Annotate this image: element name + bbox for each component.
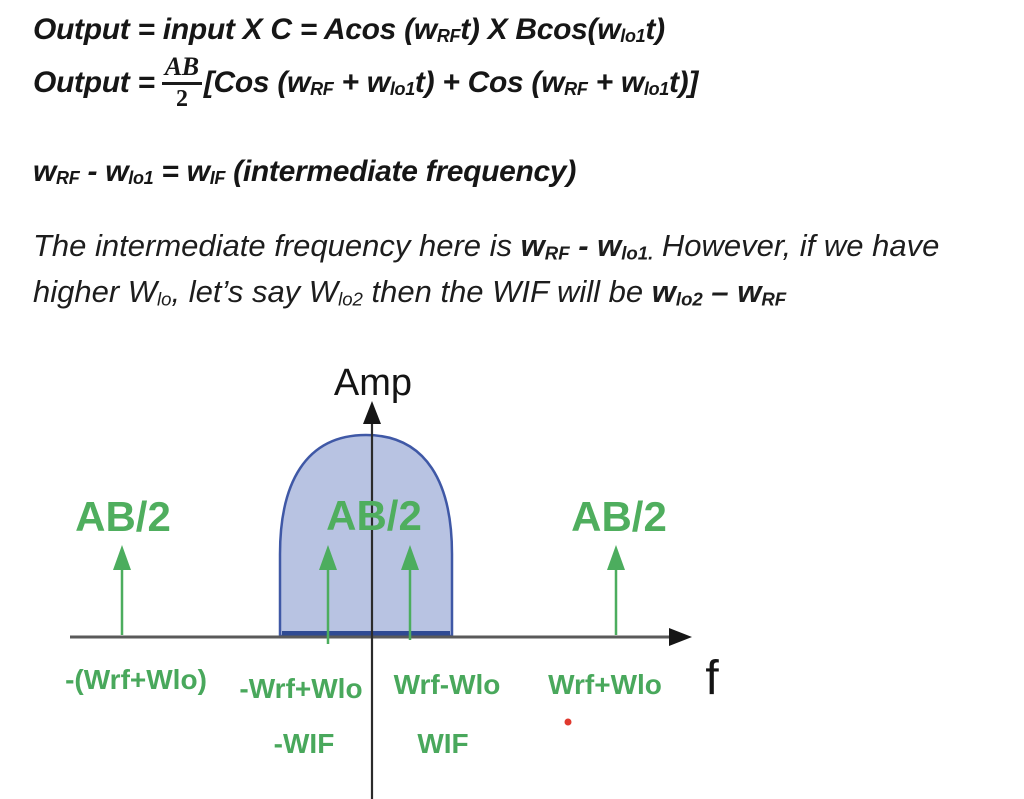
arrow-up-icon xyxy=(607,545,625,570)
para-text: The intermediate frequency here is xyxy=(33,228,521,263)
para-sub-rf: RF xyxy=(544,242,570,264)
paragraph-line-2: higher Wlo, let’s say Wlo2 then the WIF … xyxy=(33,274,786,310)
freq-label-neg-sum: -(Wrf+Wlo) xyxy=(65,664,207,695)
eq2-sub-rf: RF xyxy=(564,78,588,99)
x-axis-arrowhead-icon xyxy=(669,628,692,646)
para-text: However, if we have xyxy=(653,228,940,263)
eq1-sub-lo1: lo1 xyxy=(620,26,646,47)
eq3-text: (intermediate frequency) xyxy=(225,155,577,188)
para-text: – w xyxy=(702,274,762,309)
impulse-arrow-neg-diff xyxy=(319,545,337,644)
freq-label-neg-diff: -Wrf+Wlo xyxy=(239,673,362,704)
eq1-sub-rf: RF xyxy=(436,26,461,47)
equation-line-3: wRF - wlo1 = wIF (intermediate frequency… xyxy=(33,155,576,189)
para-sub-lo2: lo2 xyxy=(675,288,703,310)
eq1-text: t) xyxy=(645,13,665,46)
para-text: , let’s say W xyxy=(171,274,339,309)
eq2-text: + w xyxy=(333,65,391,99)
freq-label-diff: Wrf-Wlo xyxy=(394,669,501,700)
eq1-text: t) X Bcos(w xyxy=(460,13,621,46)
para-text: - w xyxy=(569,228,622,263)
arrow-up-icon xyxy=(401,545,419,570)
eq3-text: - w xyxy=(79,155,129,188)
arrow-up-icon xyxy=(319,545,337,570)
equation-line-2: Output = AB 2 [Cos (wRF + wlo1t) + Cos (… xyxy=(33,54,699,112)
eq2-prefix: Output = xyxy=(33,65,155,99)
red-dot-marker xyxy=(564,718,572,726)
para-sub-lo: lo xyxy=(157,288,172,310)
eq2-text: t) + Cos (w xyxy=(414,65,565,99)
eq2-text: t)] xyxy=(668,65,699,99)
ab2-label-mid: AB/2 xyxy=(326,492,422,539)
para-bold-term: wlo2 – wRF xyxy=(652,274,786,309)
impulse-arrow-sum xyxy=(607,545,625,635)
eq3-text: w xyxy=(33,155,57,188)
para-text: w xyxy=(651,274,676,309)
eq2-sub-lo1: lo1 xyxy=(389,78,415,99)
fraction-numerator: AB xyxy=(161,54,202,85)
eq3-text: = w xyxy=(153,155,210,188)
eq1-text: Output = input X C = Acos (w xyxy=(33,13,437,46)
f-axis-label: f xyxy=(705,652,719,705)
eq2-sub-lo1: lo1 xyxy=(643,78,669,99)
eq2-text: [Cos (w xyxy=(203,65,311,99)
fraction-denominator: 2 xyxy=(175,86,188,112)
eq2-body: [Cos (wRF + wlo1t) + Cos (wRF + wlo1t)] xyxy=(203,65,699,100)
para-text: then the WIF will be xyxy=(362,274,652,309)
amp-axis-label: Amp xyxy=(334,362,412,404)
equation-line-1: Output = input X C = Acos (wRFt) X Bcos(… xyxy=(33,13,665,47)
freq-label-wif: WIF xyxy=(417,728,468,759)
freq-label-sum: Wrf+Wlo xyxy=(548,669,662,700)
eq3-sub-rf: RF xyxy=(56,168,80,189)
para-sub-rf: RF xyxy=(761,288,787,310)
frequency-spectrum-diagram: Amp f AB/2 AB/2 AB/2 -(Wrf+Wlo) -Wrf+Wlo… xyxy=(65,362,719,799)
paragraph-line-1: The intermediate frequency here is wRF -… xyxy=(33,228,939,264)
eq2-sub-rf: RF xyxy=(310,78,334,99)
eq3-sub-lo1: lo1 xyxy=(128,168,154,189)
para-text: higher W xyxy=(33,274,158,309)
impulse-arrow-neg-sum xyxy=(113,545,131,635)
para-text: w xyxy=(520,228,545,263)
fraction-ab-over-2: AB 2 xyxy=(161,54,202,112)
freq-label-neg-wif: -WIF xyxy=(274,728,335,759)
ab2-label-right: AB/2 xyxy=(571,493,667,540)
para-sub-lo2: lo2 xyxy=(338,288,363,310)
para-bold-term: wRF - wlo1. xyxy=(521,228,654,263)
eq2-text: + w xyxy=(587,65,645,99)
eq3-sub-if: IF xyxy=(209,168,226,189)
y-axis-arrowhead-icon xyxy=(363,401,381,424)
para-sub-lo1: lo1. xyxy=(621,242,654,264)
arrow-up-icon xyxy=(113,545,131,570)
impulse-arrow-diff xyxy=(401,545,419,640)
ab2-label-left: AB/2 xyxy=(75,493,171,540)
